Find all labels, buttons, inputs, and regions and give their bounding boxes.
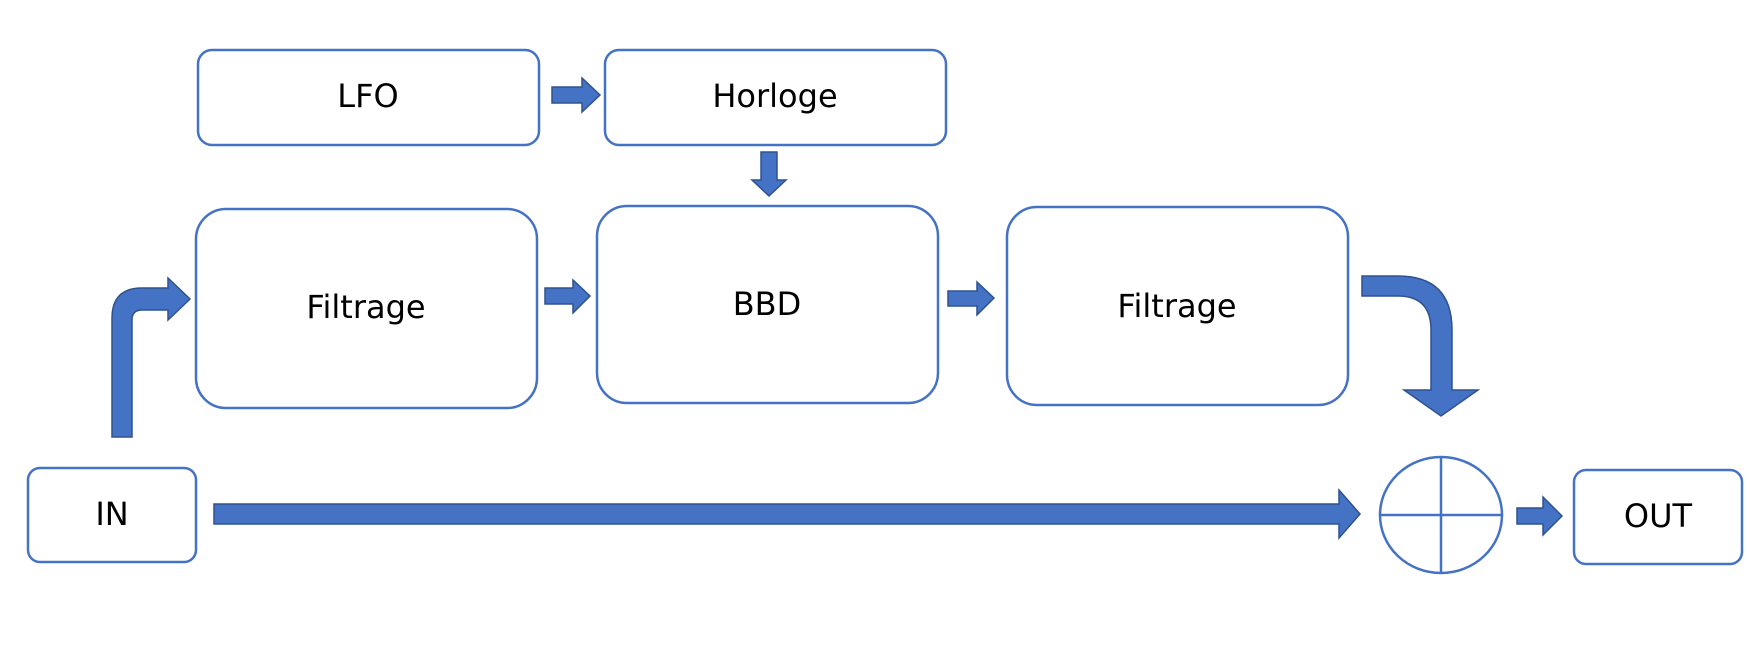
lfo-label: LFO bbox=[337, 77, 398, 115]
circle-plus-icon bbox=[1378, 455, 1504, 575]
input-label: IN bbox=[95, 495, 128, 533]
horloge-label: Horloge bbox=[712, 77, 837, 115]
filtrage-output-label: Filtrage bbox=[1117, 287, 1236, 325]
bbd-block: BBD bbox=[595, 204, 940, 405]
filtrage-output-block: Filtrage bbox=[1005, 205, 1350, 407]
arrow-lfo-to-horloge bbox=[551, 76, 602, 114]
arrow-filtrage-to-bbd bbox=[544, 278, 592, 315]
input-block: IN bbox=[26, 466, 198, 564]
arrow-horloge-to-bbd bbox=[750, 151, 788, 198]
lfo-block: LFO bbox=[196, 48, 541, 147]
arrow-sum-to-output bbox=[1516, 495, 1564, 537]
arrow-filtrage-to-sum bbox=[1361, 275, 1481, 417]
arrow-bbd-to-filtrage bbox=[947, 280, 996, 317]
output-block: OUT bbox=[1572, 468, 1744, 566]
arrow-input-to-sum bbox=[213, 488, 1361, 540]
output-label: OUT bbox=[1624, 497, 1693, 535]
filtrage-input-label: Filtrage bbox=[306, 288, 425, 326]
filtrage-input-block: Filtrage bbox=[194, 207, 539, 410]
arrow-input-to-filtrage bbox=[111, 276, 192, 438]
horloge-block: Horloge bbox=[603, 48, 948, 147]
bbd-label: BBD bbox=[733, 285, 802, 323]
